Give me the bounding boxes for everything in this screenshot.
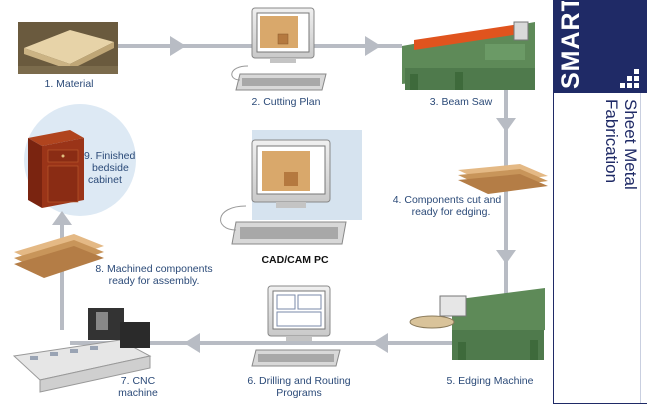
machined-components-image [14,234,104,278]
arrow-head-4 [496,250,516,264]
cut-components-image [458,164,548,194]
bedside-cabinet-image [28,130,84,208]
step-label-edging-machine: 5. Edging Machine [446,375,534,387]
material-image [18,22,118,74]
brand-tagline-line2: Fabrication [602,99,621,184]
arrow-head-1 [170,36,186,56]
arrow-head-3 [496,118,516,132]
brand-tagline: Sheet Metal Fabrication [602,99,644,299]
arrow-head-5 [372,333,388,353]
edging-machine-image [409,288,545,360]
step-label-cabinet-line3: cabinet [88,174,122,186]
brand-logo-squares-icon [620,69,639,88]
step-label-cabinet-line1: 9. Finished [84,150,136,162]
cutting-plan-pc-image [231,7,327,91]
step-label-machined-line1: 8. Machined components [95,263,213,275]
arrow-head-6 [184,333,200,353]
brand-sidebar: SMART Sheet Metal Fabrication [553,0,647,404]
step-label-drilling-line1: 6. Drilling and Routing [247,375,351,387]
arrow-head-7 [52,211,72,225]
cnc-machine-image [12,308,152,393]
brand-logo-block: SMART [554,1,646,93]
step-label-beam-saw: 3. Beam Saw [429,96,493,108]
drilling-routing-pc-image [251,285,341,367]
beam-saw-image [402,21,535,90]
brand-side-strip [640,93,647,403]
arrow-head-2 [365,36,381,56]
step-label-machined-line2: ready for assembly. [108,275,200,287]
cadcam-label: CAD/CAM PC [261,254,329,266]
step-label-cnc-line2: machine [118,387,158,399]
step-label-cabinet-line2: bedside [92,162,129,174]
step-label-cutting-plan: 2. Cutting Plan [251,96,321,108]
step-label-material: 1. Material [44,78,94,90]
step-label-components-cut-line2: ready for edging. [411,206,491,218]
cadcam-pc-image [220,139,347,245]
step-label-drilling-line2: Programs [276,387,322,399]
step-label-cnc-line1: 7. CNC [120,375,156,387]
step-label-components-cut-line1: 4. Components cut and [392,194,502,206]
brand-tagline-line1: Sheet Metal [621,99,640,190]
